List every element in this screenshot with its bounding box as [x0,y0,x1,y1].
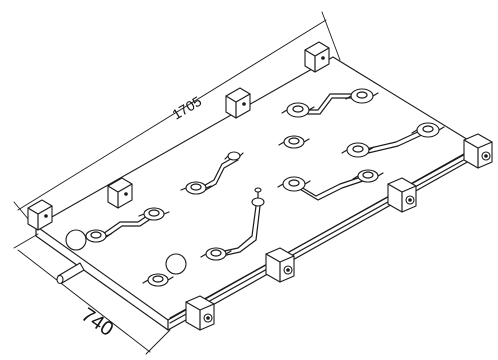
bracket-front-1 [185,295,215,331]
fitting-13 [200,247,232,261]
front-brackets [185,133,493,331]
fitting-12 [251,187,265,207]
sphere-front [165,253,187,275]
spheres [65,229,187,275]
fitting-10 [277,176,311,192]
fitting-4 [224,151,244,161]
bracket-back-1 [27,199,53,231]
bracket-front-3 [387,177,417,213]
fitting-9 [411,122,445,138]
fitting-2 [138,207,170,221]
dimension-label-width: 740 [77,304,117,341]
bracket-back-4 [304,41,330,73]
fittings [80,88,445,287]
sphere-left [65,229,87,251]
bracket-front-2 [265,247,295,283]
back-brackets [27,41,330,231]
side-tube [56,262,85,285]
fitting-5 [281,102,315,118]
fitting-3 [180,181,212,195]
pipe-runs [99,93,425,257]
fitting-11 [352,169,384,183]
dimension-label-length: 1705 [169,93,204,123]
bracket-back-2 [107,177,133,209]
fitting-8 [341,142,375,158]
fitting-6 [345,88,379,104]
bracket-back-3 [225,87,251,119]
fitting-14 [142,273,174,287]
bracket-front-4 [463,133,493,169]
fitting-7 [278,135,310,149]
front-rail [169,146,479,324]
